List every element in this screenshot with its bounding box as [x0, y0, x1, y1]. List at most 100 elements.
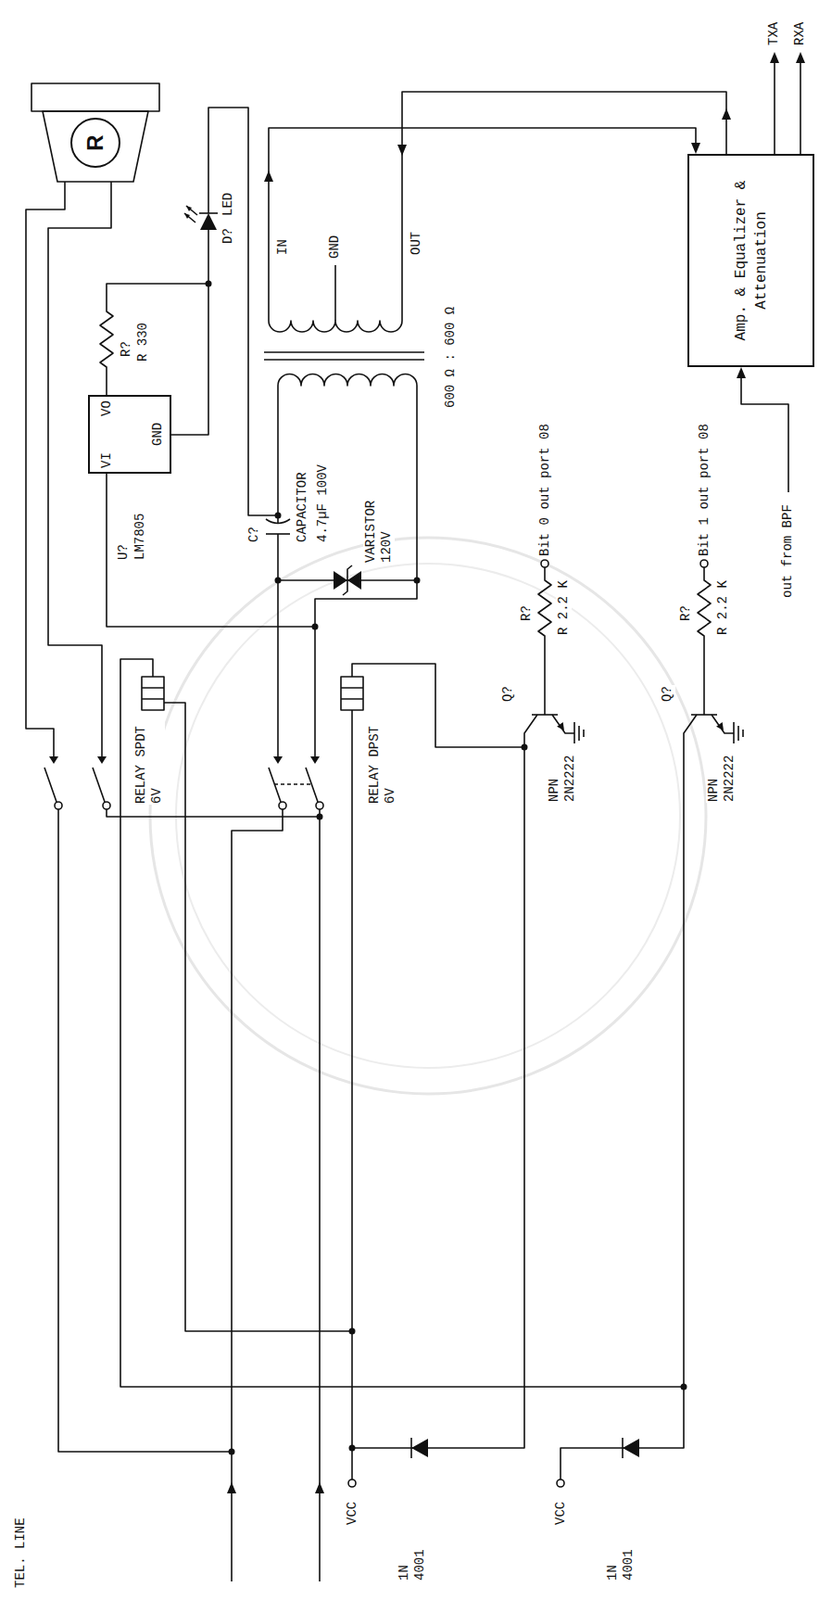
part-label: R 2.2 K [715, 579, 731, 636]
arrowhead [397, 144, 407, 156]
part-label: out from BPF [780, 503, 796, 599]
transistor-symbol [716, 721, 724, 731]
supply-terminal [556, 1478, 565, 1487]
relay-coil [340, 676, 364, 710]
arrowhead [226, 1481, 237, 1493]
wire [318, 808, 321, 1581]
part-label: Q? [500, 684, 517, 703]
transformer-winding [277, 374, 417, 387]
part-label: Q? [659, 684, 676, 703]
part-label: C? [246, 525, 263, 543]
node-text: Amp. & Equalizer & Attenuation [730, 167, 772, 353]
ringer-symbol: R [70, 117, 121, 168]
transformer-winding [268, 320, 403, 332]
wire [163, 702, 353, 1331]
node-text: GND [150, 422, 166, 446]
part-label: D? [220, 226, 237, 245]
wire [171, 229, 209, 435]
varistor-symbol [333, 570, 348, 590]
relay-coil [141, 676, 164, 710]
part-label: Bit 0 out port 08 [537, 422, 554, 557]
part-label: 4.7µF 100V [315, 463, 331, 543]
ground-symbol [574, 721, 584, 744]
relay-pivot [54, 801, 63, 809]
port-terminal [700, 559, 708, 567]
junction-dot [228, 1448, 236, 1455]
relay-contact [97, 756, 107, 764]
wire [741, 374, 789, 492]
node-text: U? [115, 543, 132, 560]
part-label: R? [118, 340, 135, 358]
transistor-symbol [711, 714, 734, 733]
part-label: NPN 2N2222 [546, 743, 579, 803]
led-symbol [200, 213, 217, 230]
part-label: NPN 2N2222 [705, 743, 738, 803]
led-symbol [186, 205, 192, 212]
part-label: R 2.2 K [555, 579, 572, 636]
part-label: 600 Ω : 600 Ω [442, 305, 459, 409]
watermark-ring [176, 563, 681, 1068]
amplifier-box: Amp. & Equalizer & Attenuation [687, 153, 815, 367]
wire [560, 714, 697, 1479]
part-label: RELAY DPST 6V [366, 717, 399, 805]
part-label: VCC [553, 1499, 569, 1525]
resistor-symbol [538, 567, 552, 715]
node-text: R [83, 134, 108, 151]
ground-symbol [733, 721, 744, 744]
arrowhead [691, 142, 701, 154]
relay-contact [49, 756, 59, 764]
varistor-symbol [342, 565, 353, 595]
junction-dot [680, 1383, 688, 1390]
wire [106, 473, 315, 627]
part-label: 1N 4001 [396, 1541, 429, 1581]
junction-dot [312, 623, 319, 630]
part-label: R 330 [135, 321, 152, 363]
wire [277, 385, 279, 756]
wire [352, 714, 538, 1448]
arrowhead [795, 51, 806, 63]
part-label: 1N 4001 [604, 1541, 637, 1581]
arrowhead [721, 108, 731, 120]
junction-dot [414, 577, 421, 584]
capacitor-symbol [265, 518, 290, 524]
wire [351, 709, 353, 1479]
wire [120, 658, 684, 1386]
part-label: R? [678, 604, 694, 622]
regulator-box: U?LM7805VIGNDVO [88, 394, 172, 474]
transformer-core [264, 352, 425, 360]
diode-symbol [622, 1437, 640, 1457]
part-label: OUT [408, 230, 425, 256]
wire [231, 808, 283, 1581]
wire [268, 127, 696, 321]
resistor-symbol [697, 567, 711, 715]
junction-dot [521, 743, 529, 751]
watermark-ring [150, 537, 706, 1094]
transistor-symbol [552, 714, 575, 733]
part-label: Bit 1 out port 08 [696, 422, 713, 557]
wire [208, 107, 278, 516]
relay-pivot [315, 801, 324, 809]
resistor-symbol [100, 283, 209, 395]
wire [402, 91, 727, 321]
wire [25, 181, 65, 756]
diode-symbol [621, 1436, 624, 1458]
part-label: TXA [766, 21, 782, 47]
arrowhead [736, 366, 746, 378]
junction-dot [275, 512, 282, 519]
relay-contact [273, 756, 283, 764]
diode-symbol [411, 1437, 429, 1457]
junction-dot [349, 1444, 356, 1451]
relay-blade [44, 767, 318, 802]
node-text: LM7805 [132, 513, 149, 560]
part-label: LED [220, 191, 237, 217]
part-label: RELAY SPDT 6V [133, 717, 165, 805]
relay-coil [141, 687, 164, 699]
part-label: VCC [344, 1499, 361, 1525]
wire [774, 53, 801, 154]
junction-dot [349, 1327, 356, 1335]
part-label: TEL. LINE [12, 1515, 29, 1588]
capacitor-symbol [265, 532, 290, 535]
port-terminal [541, 559, 549, 567]
arrowhead [769, 51, 780, 63]
node-text: VO [99, 400, 115, 416]
